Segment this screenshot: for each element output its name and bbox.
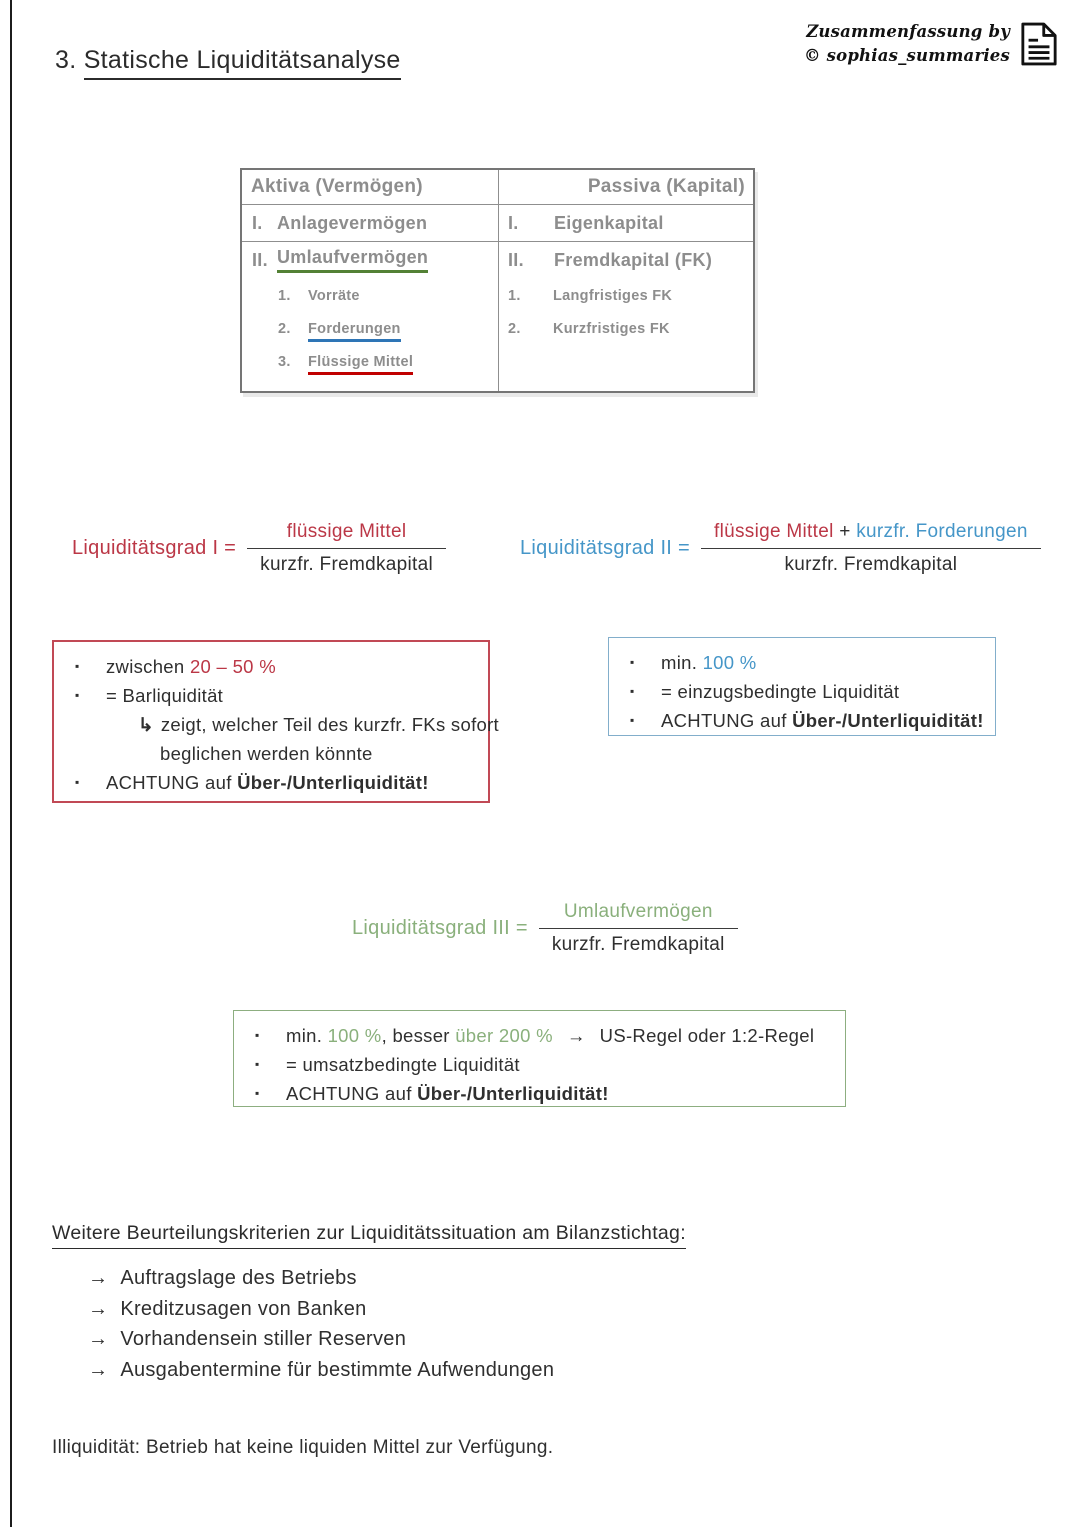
arrow-icon: → [88, 1297, 109, 1320]
bullet-item: ▪ = umsatzbedingte Liquidität [234, 1050, 845, 1079]
forderungen-underlined: Forderungen [308, 321, 401, 342]
criteria-list: →Auftragslage des Betriebs →Kreditzusage… [88, 1263, 554, 1385]
table-subrow: 3. Flüssige Mittel [242, 354, 498, 387]
bullet-item: ▪ min. 100 %, besser über 200 %→US-Regel… [234, 1021, 845, 1050]
formula-1-fraction: flüssige Mittel kurzfr. Fremdkapital [247, 521, 446, 576]
table-row: I. Anlagevermögen [242, 205, 498, 242]
illiquiditaet-definition: Illiquidität: Betrieb hat keine liquiden… [52, 1437, 554, 1458]
list-item: →Auftragslage des Betriebs [88, 1263, 554, 1294]
formula-liquiditaetsgrad-2: Liquiditätsgrad II = flüssige Mittel + k… [520, 521, 1041, 576]
credit-line-2: © sophias_summaries [803, 45, 1010, 65]
bullet-icon: ▪ [630, 655, 635, 669]
fluessige-mittel-underlined: Flüssige Mittel [308, 354, 414, 375]
table-header-passiva: Passiva (Kapital) [499, 170, 753, 205]
formula-3-fraction: Umlaufvermögen kurzfr. Fremdkapital [538, 901, 738, 956]
page-title: 3. Statische Liquiditätsanalyse [55, 46, 401, 80]
formula-2-numerator: flüssige Mittel + kurzfr. Forderungen [701, 521, 1041, 549]
table-subrow: 2. Kurzfristiges FK [508, 321, 670, 337]
formula-2-label: Liquiditätsgrad II = [520, 537, 690, 559]
bullet-icon: ▪ [630, 684, 635, 698]
formula-2-fraction: flüssige Mittel + kurzfr. Forderungen ku… [701, 521, 1041, 576]
table-column-passiva: Passiva (Kapital) I. Eigenkapital II. Fr… [498, 170, 753, 391]
list-item: →Kreditzusagen von Banken [88, 1294, 554, 1325]
credit-line-1: Zusammenfassung by [806, 22, 1010, 41]
formula-1-denominator: kurzfr. Fremdkapital [260, 554, 433, 575]
table-subrow: 1. Vorräte [278, 288, 360, 304]
note-box-liq3: ▪ min. 100 %, besser über 200 %→US-Regel… [233, 1010, 846, 1107]
arrow-icon: → [88, 1328, 109, 1350]
bullet-item: ▪ ACHTUNG auf Über-/Unterliquidität! [609, 706, 995, 735]
umlaufvermoegen-underlined: Umlaufvermögen [277, 247, 429, 273]
bullet-item: ▪ ACHTUNG auf Über-/Unterliquidität! [234, 1079, 845, 1108]
sub-note: ↳zeigt, welcher Teil des kurzfr. FKs sof… [138, 714, 499, 735]
criteria-heading: Weitere Beurteilungskriterien zur Liquid… [52, 1222, 686, 1249]
formula-2-denominator: kurzfr. Fremdkapital [784, 554, 958, 575]
table-column-aktiva: Aktiva (Vermögen) I. Anlagevermögen II. … [242, 170, 498, 391]
bullet-item: ▪ = Barliquidität [54, 681, 488, 710]
balance-sheet-table: Aktiva (Vermögen) I. Anlagevermögen II. … [240, 168, 755, 393]
table-row: II. Umlaufvermögen [242, 242, 498, 278]
formula-liquiditaetsgrad-3: Liquiditätsgrad III = Umlaufvermögen kur… [352, 901, 738, 956]
table-subitems-left: 1. Vorräte 2. Forderungen 3. Flüssige Mi… [242, 278, 498, 387]
table-subrow: 1. Langfristiges FK [508, 288, 673, 304]
title-text: Statische Liquiditätsanalyse [83, 46, 401, 80]
table-subitems-right: 1. Langfristiges FK 2. Kurzfristiges FK [499, 278, 753, 354]
table-header-aktiva: Aktiva (Vermögen) [242, 170, 498, 205]
table-row: I. Eigenkapital [499, 205, 753, 242]
bullet-item: ▪ = einzugsbedingte Liquidität [609, 677, 995, 706]
formula-1-label: Liquiditätsgrad I = [72, 537, 237, 559]
sub-note-continued: beglichen werden könnte [160, 743, 373, 764]
bullet-item: ▪ min. 100 % [609, 648, 995, 677]
bullet-item: ▪ zwischen 20 – 50 % [54, 652, 488, 681]
hook-arrow-icon: ↳ [138, 714, 154, 735]
bullet-icon: ▪ [255, 1028, 260, 1042]
title-number: 3. [55, 46, 84, 74]
table-subrow: 2. Forderungen [242, 321, 498, 354]
bullet-icon: ▪ [75, 775, 80, 789]
arrow-icon: → [566, 1025, 586, 1046]
table-row: II. Fremdkapital (FK) [508, 249, 713, 270]
page-edge-line [10, 0, 12, 1527]
arrow-icon: → [88, 1358, 109, 1381]
bullet-icon: ▪ [75, 659, 80, 673]
bullet-icon: ▪ [255, 1057, 260, 1071]
formula-3-denominator: kurzfr. Fremdkapital [551, 934, 725, 955]
list-item: →Vorhandensein stiller Reserven [88, 1324, 554, 1355]
note-box-liq1: ▪ zwischen 20 – 50 % ▪ = Barliquidität ↳… [52, 640, 499, 803]
arrow-icon: → [88, 1267, 109, 1289]
formula-3-numerator: Umlaufvermögen [538, 901, 738, 929]
bullet-icon: ▪ [630, 713, 635, 727]
bullet-icon: ▪ [75, 688, 80, 702]
bullet-icon: ▪ [255, 1086, 260, 1100]
formula-1-numerator: flüssige Mittel [247, 521, 446, 549]
formula-liquiditaetsgrad-1: Liquiditätsgrad I = flüssige Mittel kurz… [72, 521, 446, 576]
bullet-item: ▪ ACHTUNG auf Über-/Unterliquidität! [54, 768, 488, 797]
formula-3-label: Liquiditätsgrad III = [352, 917, 528, 939]
list-item: →Ausgabentermine für bestimmte Aufwendun… [88, 1355, 554, 1386]
note-box-liq2: ▪ min. 100 % ▪ = einzugsbedingte Liquidi… [608, 637, 996, 736]
credit-text: Zusammenfassung by © sophias_summaries [804, 20, 1010, 68]
document-icon [1020, 22, 1058, 71]
credit-block: Zusammenfassung by © sophias_summaries [804, 20, 1058, 71]
